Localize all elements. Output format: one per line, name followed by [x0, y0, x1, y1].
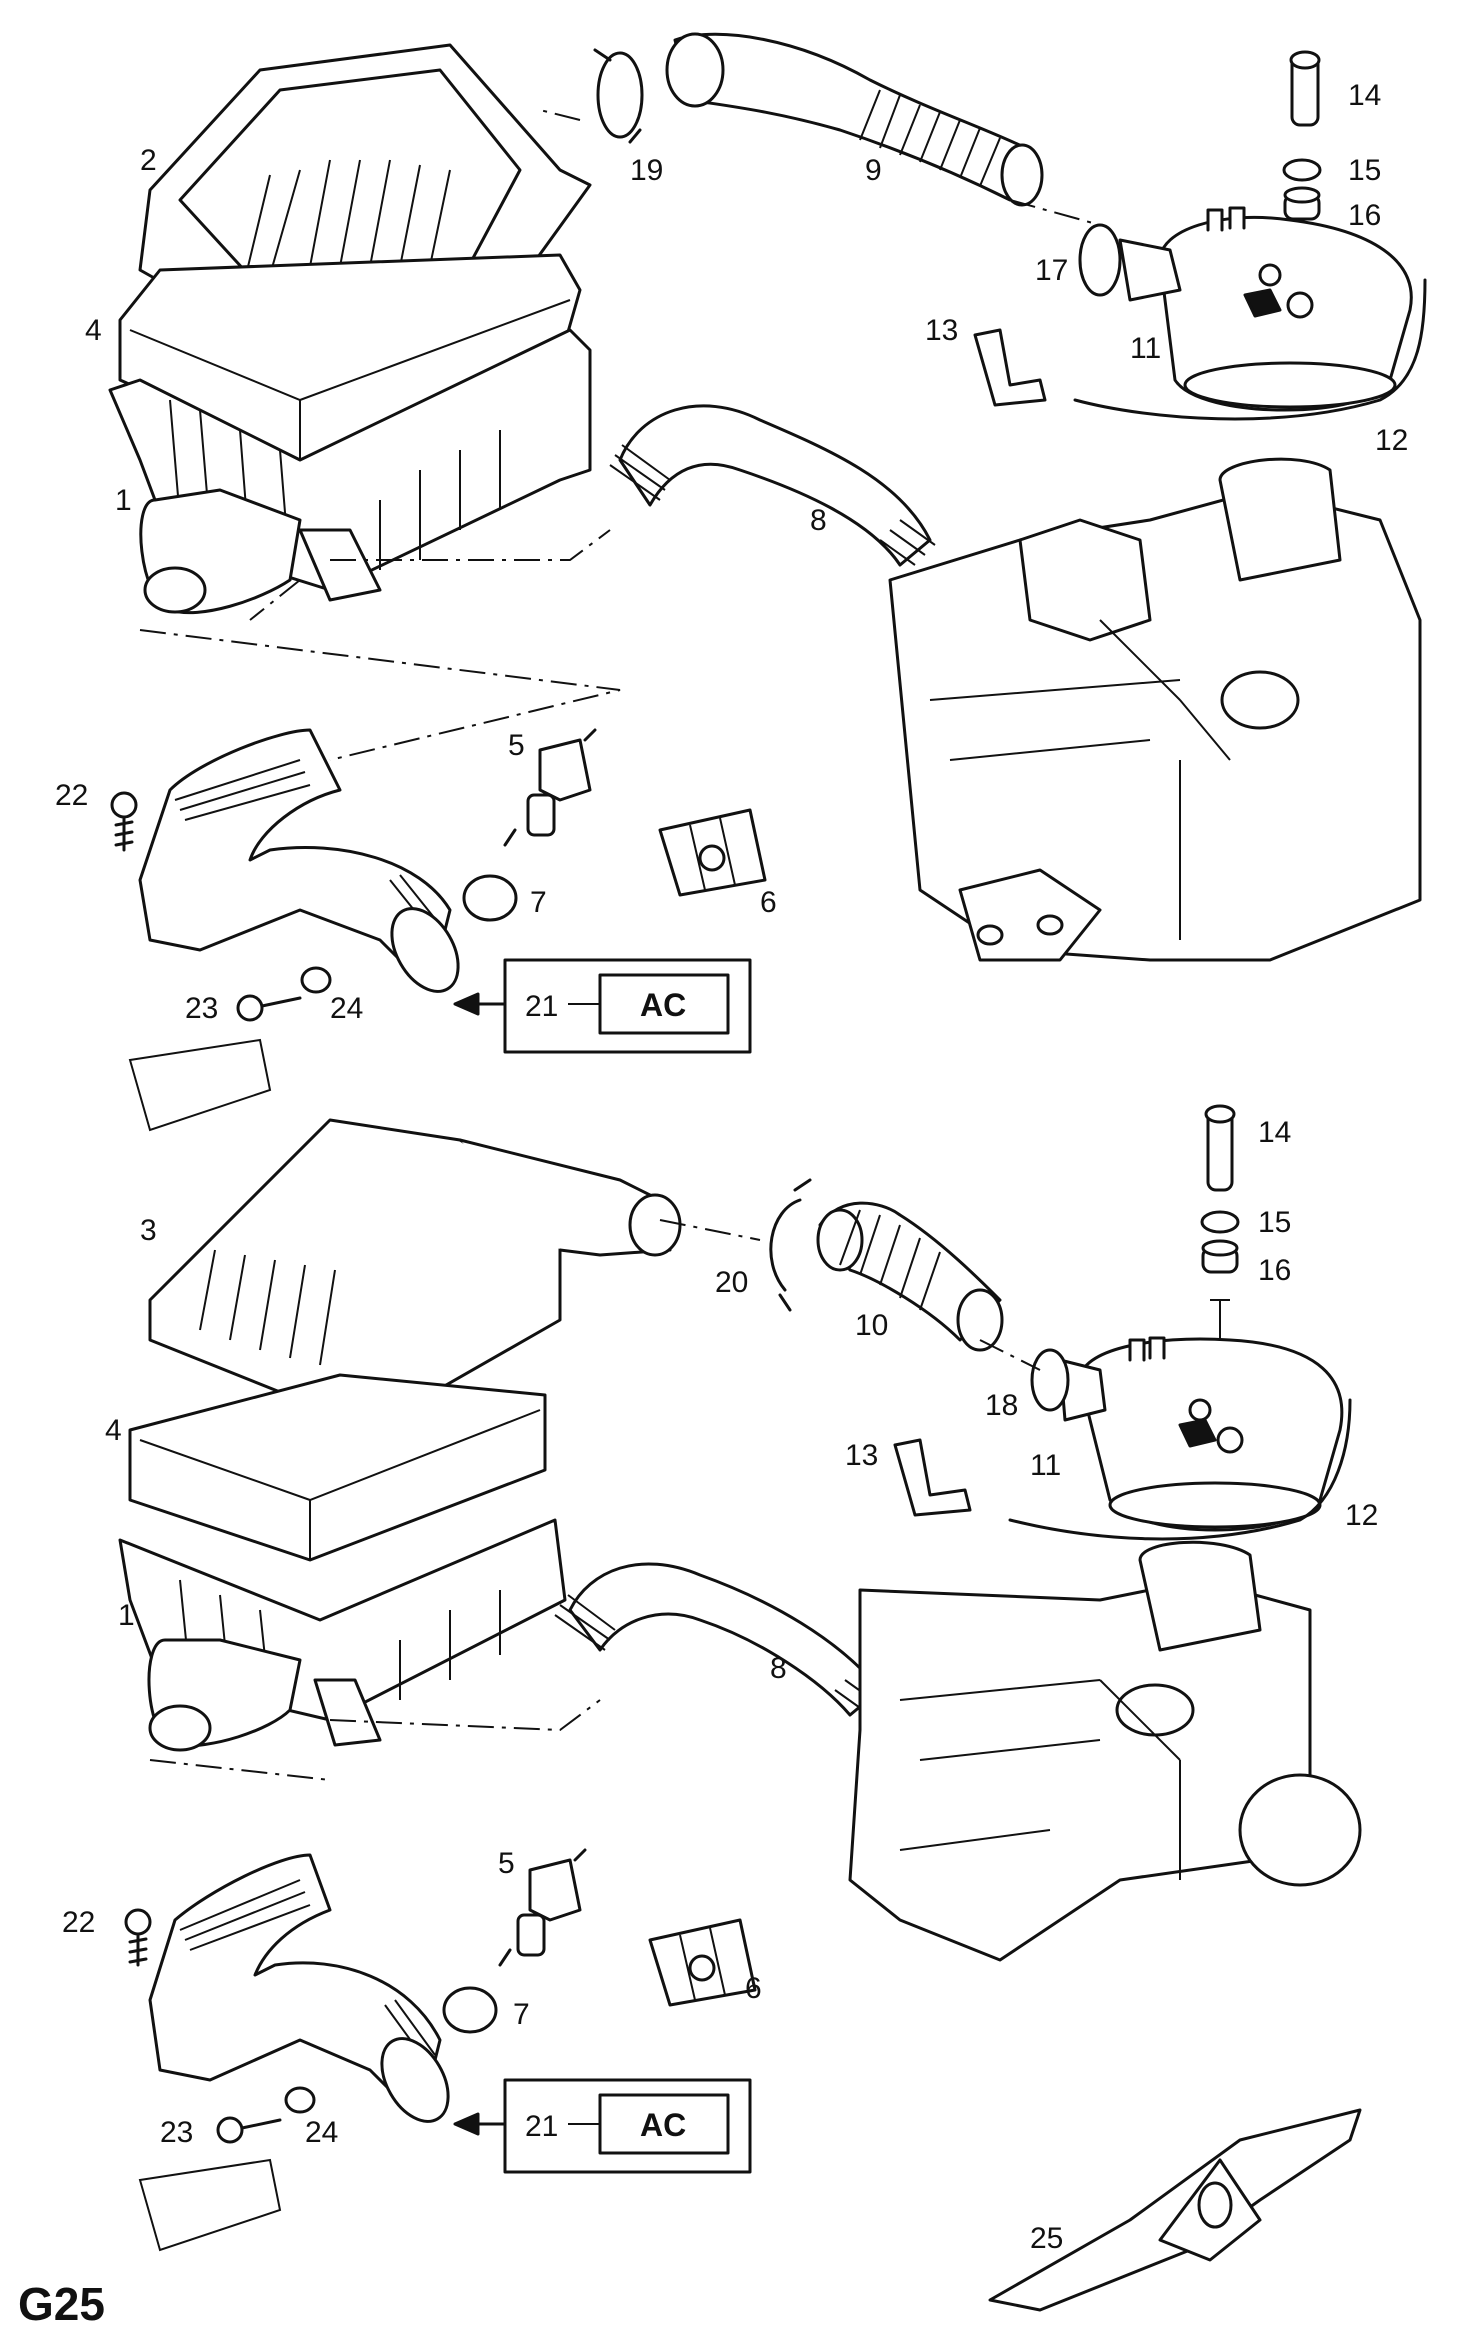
lower-assembly: [118, 1104, 1362, 2312]
callout-14b: 14: [1258, 1116, 1291, 1149]
leader-lower-2: [659, 1219, 1041, 1371]
callout-23: 23: [185, 992, 218, 1025]
screw-23: [236, 994, 302, 1022]
callout-12: 12: [1375, 424, 1408, 457]
callout-10: 10: [855, 1309, 888, 1342]
callout-5b: 5: [498, 1847, 515, 1880]
preheater-housing-11: [1078, 206, 1413, 412]
callout-22: 22: [55, 779, 88, 812]
air-filter-element-4b: [128, 1373, 547, 1562]
callout-9: 9: [865, 154, 882, 187]
screw-23b: [216, 2116, 282, 2144]
leader-upper-3: [539, 109, 1101, 226]
tube-13b: [893, 1438, 972, 1517]
callout-2: 2: [140, 144, 157, 177]
sheet-code: G25: [18, 2278, 105, 2330]
bracket-fragment: [128, 1038, 272, 1132]
callout-1b: 1: [118, 1599, 135, 1632]
grommet-24: [300, 966, 332, 994]
callout-labels: 2 4 1 19 9 14 15 16 17 13 11 12 8 22 5 7…: [18, 79, 1408, 2330]
intake-elbow-b: [148, 1853, 450, 2123]
callout-8b: 8: [770, 1652, 787, 1685]
callout-4: 4: [85, 314, 102, 347]
air-cleaner-housing-1b: [118, 1518, 567, 1752]
intake-hose-10: [816, 1201, 1004, 1352]
callout-16: 16: [1348, 199, 1381, 232]
callout-3: 3: [140, 1214, 157, 1247]
air-cleaner-cover-3: [148, 1118, 682, 1402]
callout-14: 14: [1348, 79, 1381, 112]
callout-24: 24: [330, 992, 363, 1025]
callout-16b: 16: [1258, 1254, 1291, 1287]
callout-13: 13: [925, 314, 958, 347]
callout-17: 17: [1035, 254, 1068, 287]
block-6: [658, 808, 767, 897]
callout-5: 5: [508, 729, 525, 762]
bracket-fragment-b: [138, 2158, 282, 2252]
leader-lower-1: [149, 1699, 601, 1781]
upper-assembly: [108, 32, 1427, 1132]
callout-8: 8: [810, 504, 827, 537]
engine-lower: [848, 1540, 1362, 1962]
callout-13b: 13: [845, 1439, 878, 1472]
engine-upper: [888, 457, 1422, 962]
hose-clamp-20: [769, 1178, 812, 1312]
callout-15b: 15: [1258, 1206, 1291, 1239]
callout-7: 7: [530, 886, 547, 919]
leader-upper-1: [249, 529, 611, 621]
valve-5b: [498, 1848, 587, 1967]
callout-6b: 6: [745, 1972, 762, 2005]
callout-11: 11: [1130, 332, 1161, 365]
callout-24b: 24: [305, 2116, 338, 2149]
bush-16b: [1201, 1239, 1239, 1274]
callout-18: 18: [985, 1389, 1018, 1422]
callout-25: 25: [1030, 2222, 1063, 2255]
bush-16: [1283, 186, 1321, 221]
pin-14b: [1204, 1104, 1236, 1192]
callout-box-21-ac-b: [453, 2078, 752, 2174]
callout-15: 15: [1348, 154, 1381, 187]
callout-21b: 21: [525, 2110, 558, 2143]
air-cleaner-housing: [108, 328, 592, 615]
callout-23b: 23: [160, 2116, 193, 2149]
leader-upper-2: [139, 629, 621, 761]
callout-ac: AC: [640, 987, 686, 1023]
callout-19: 19: [630, 154, 663, 187]
nut-7: [462, 874, 518, 922]
callout-11b: 11: [1030, 1449, 1061, 1482]
valve-5: [503, 728, 597, 847]
bracket-25: [988, 2108, 1362, 2312]
callout-22b: 22: [62, 1906, 95, 1939]
grommet-15b: [1200, 1210, 1240, 1234]
grommet-24b: [284, 2086, 316, 2114]
hose-8: [609, 404, 936, 567]
callout-12b: 12: [1345, 1499, 1378, 1532]
callout-box-21-ac: [453, 958, 752, 1054]
callout-ac-b: AC: [640, 2107, 686, 2143]
vacuum-line-12: [1073, 278, 1427, 421]
screw-22b: [124, 1908, 152, 1967]
hose-clamp-19: [593, 48, 644, 144]
intake-elbow: [138, 728, 460, 993]
nut-7b: [442, 1986, 498, 2034]
callout-20: 20: [715, 1266, 748, 1299]
grommet-15: [1282, 158, 1322, 182]
callout-6: 6: [760, 886, 777, 919]
tube-13: [973, 328, 1047, 407]
air-filter-element: [118, 253, 582, 462]
screw-22: [110, 791, 138, 852]
pin-14: [1289, 50, 1321, 127]
callout-1: 1: [115, 484, 132, 517]
callout-7b: 7: [513, 1998, 530, 2031]
block-6b: [648, 1918, 757, 2007]
vacuum-line-12b: [1008, 1398, 1352, 1541]
callout-4b: 4: [105, 1414, 122, 1447]
intake-hose-9: [665, 32, 1044, 207]
callout-21: 21: [525, 990, 558, 1023]
hose-8b: [554, 1562, 882, 1717]
preheater-housing-11b: [1030, 1336, 1344, 1532]
